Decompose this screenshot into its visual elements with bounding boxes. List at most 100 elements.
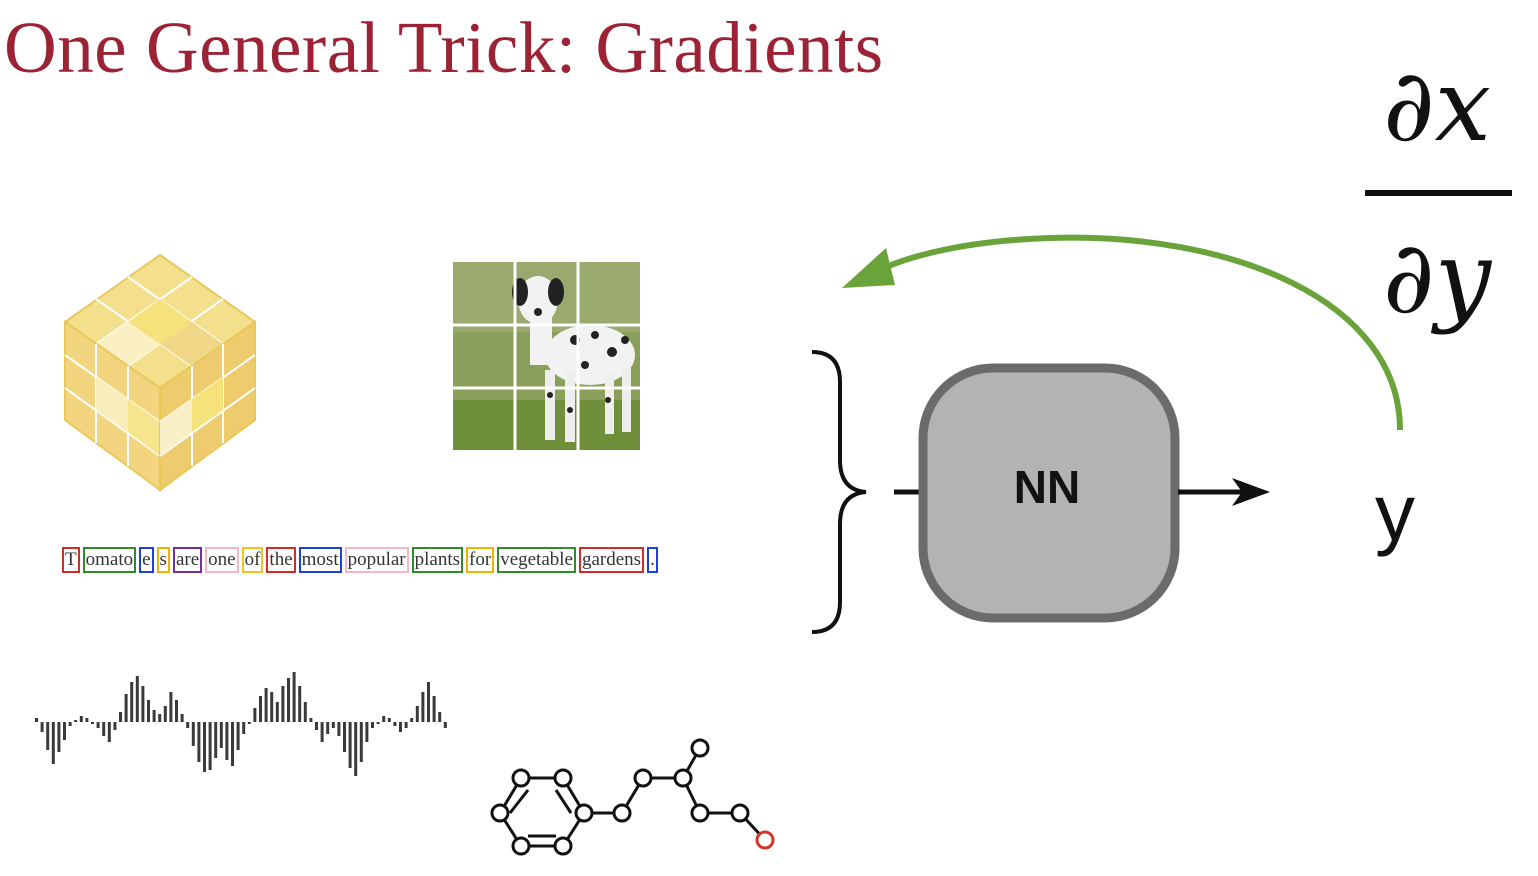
waveform-bar [124,694,128,722]
waveform-bar [259,696,262,722]
token-box: most [298,547,342,573]
waveform-bar [242,722,246,734]
waveform-bar [326,722,330,734]
waveform-bar [191,722,195,746]
waveform-bar [175,700,178,722]
waveform-bar [219,722,223,748]
token-box: are [172,547,203,573]
waveform-bar [236,722,240,750]
molecule-icon [490,738,775,856]
waveform-bar [270,692,274,722]
token-box: s [156,547,170,573]
waveform-bar [147,700,150,722]
token-box: . [647,547,658,573]
output-y: y [1375,468,1415,557]
waveform-bar [85,718,89,722]
waveform-bar [376,722,380,724]
waveform-bar [303,702,307,722]
waveform-bar [365,722,369,742]
waveform-bar [68,722,72,726]
waveform-bar [180,714,184,722]
token-box: one [205,547,239,573]
waveform-bar [348,722,352,768]
waveform-bar [292,672,296,722]
token-box: gardens [578,547,645,573]
waveform-bar [421,692,425,722]
token-box: of [241,547,264,573]
waveform-bar [399,722,402,732]
waveform-bar [40,722,44,732]
waveform-bar [359,722,363,762]
waveform-bar [119,712,122,722]
waveform-bar [169,692,173,722]
waveform-bar [320,722,324,742]
token-box: popular [344,547,409,573]
input-brace [811,350,867,634]
waveform-icon [35,672,447,776]
rubiks-cube-icon [63,253,257,492]
waveform-bar [387,718,391,722]
waveform-bar [410,718,414,722]
waveform-bar [287,678,290,722]
token-box: e [139,547,154,573]
waveform-bar [214,722,218,758]
waveform-bar [415,706,419,722]
nn-label: NN [1014,461,1080,513]
token-box: the [266,547,296,573]
waveform-bar [393,722,397,726]
waveform-bar [443,722,447,728]
token-box: T [62,547,80,573]
waveform-bar [63,722,66,740]
token-box: plants [411,547,464,573]
waveform-bar [203,722,206,772]
waveform-bar [404,722,408,728]
waveform-bar [96,722,100,728]
waveform-bar [46,722,50,750]
waveform-bar [343,722,346,752]
waveform-bar [298,686,302,722]
waveform-bar [438,712,442,722]
waveform-bar [281,686,285,722]
gradient-numerator: ∂x [1383,47,1491,164]
waveform-bar [231,722,234,766]
waveform-bar [247,722,251,724]
waveform-bar [35,718,38,722]
waveform-bar [197,722,201,762]
waveform-bar [382,716,386,722]
waveform-bar [158,714,162,722]
gradient-arrowhead [842,248,895,288]
waveform-bar [275,702,279,722]
waveform-bar [253,708,257,722]
waveform-bar [141,686,145,722]
nn-box [918,363,1180,623]
token-box: for [466,547,495,573]
token-box: omato [82,547,137,573]
waveform-bar [79,716,83,722]
waveform-bar [113,722,117,730]
slide-title: One General Trick: Gradients [4,7,884,88]
waveform-bar [130,682,134,722]
waveform-bar [432,696,436,722]
waveform-bar [371,722,374,728]
waveform-bar [57,722,61,752]
dalmatian-image [453,262,640,450]
token-box: vegetable [497,547,576,573]
waveform-bar [427,682,430,722]
waveform-bar [135,676,139,722]
waveform-bar [331,722,335,728]
waveform-bar [354,722,358,776]
waveform-bar [208,722,212,770]
waveform-bar [315,722,318,730]
output-arrowhead [1232,478,1270,506]
waveform-bar [51,722,55,764]
waveform-bar [225,722,229,760]
waveform-bar [74,720,78,722]
gradient-arrow [868,234,1403,431]
waveform-bar [163,706,167,722]
waveform-bar [337,722,341,736]
waveform-bar [152,710,156,722]
waveform-bar [186,722,190,728]
gradient-denominator: ∂y [1383,219,1493,336]
